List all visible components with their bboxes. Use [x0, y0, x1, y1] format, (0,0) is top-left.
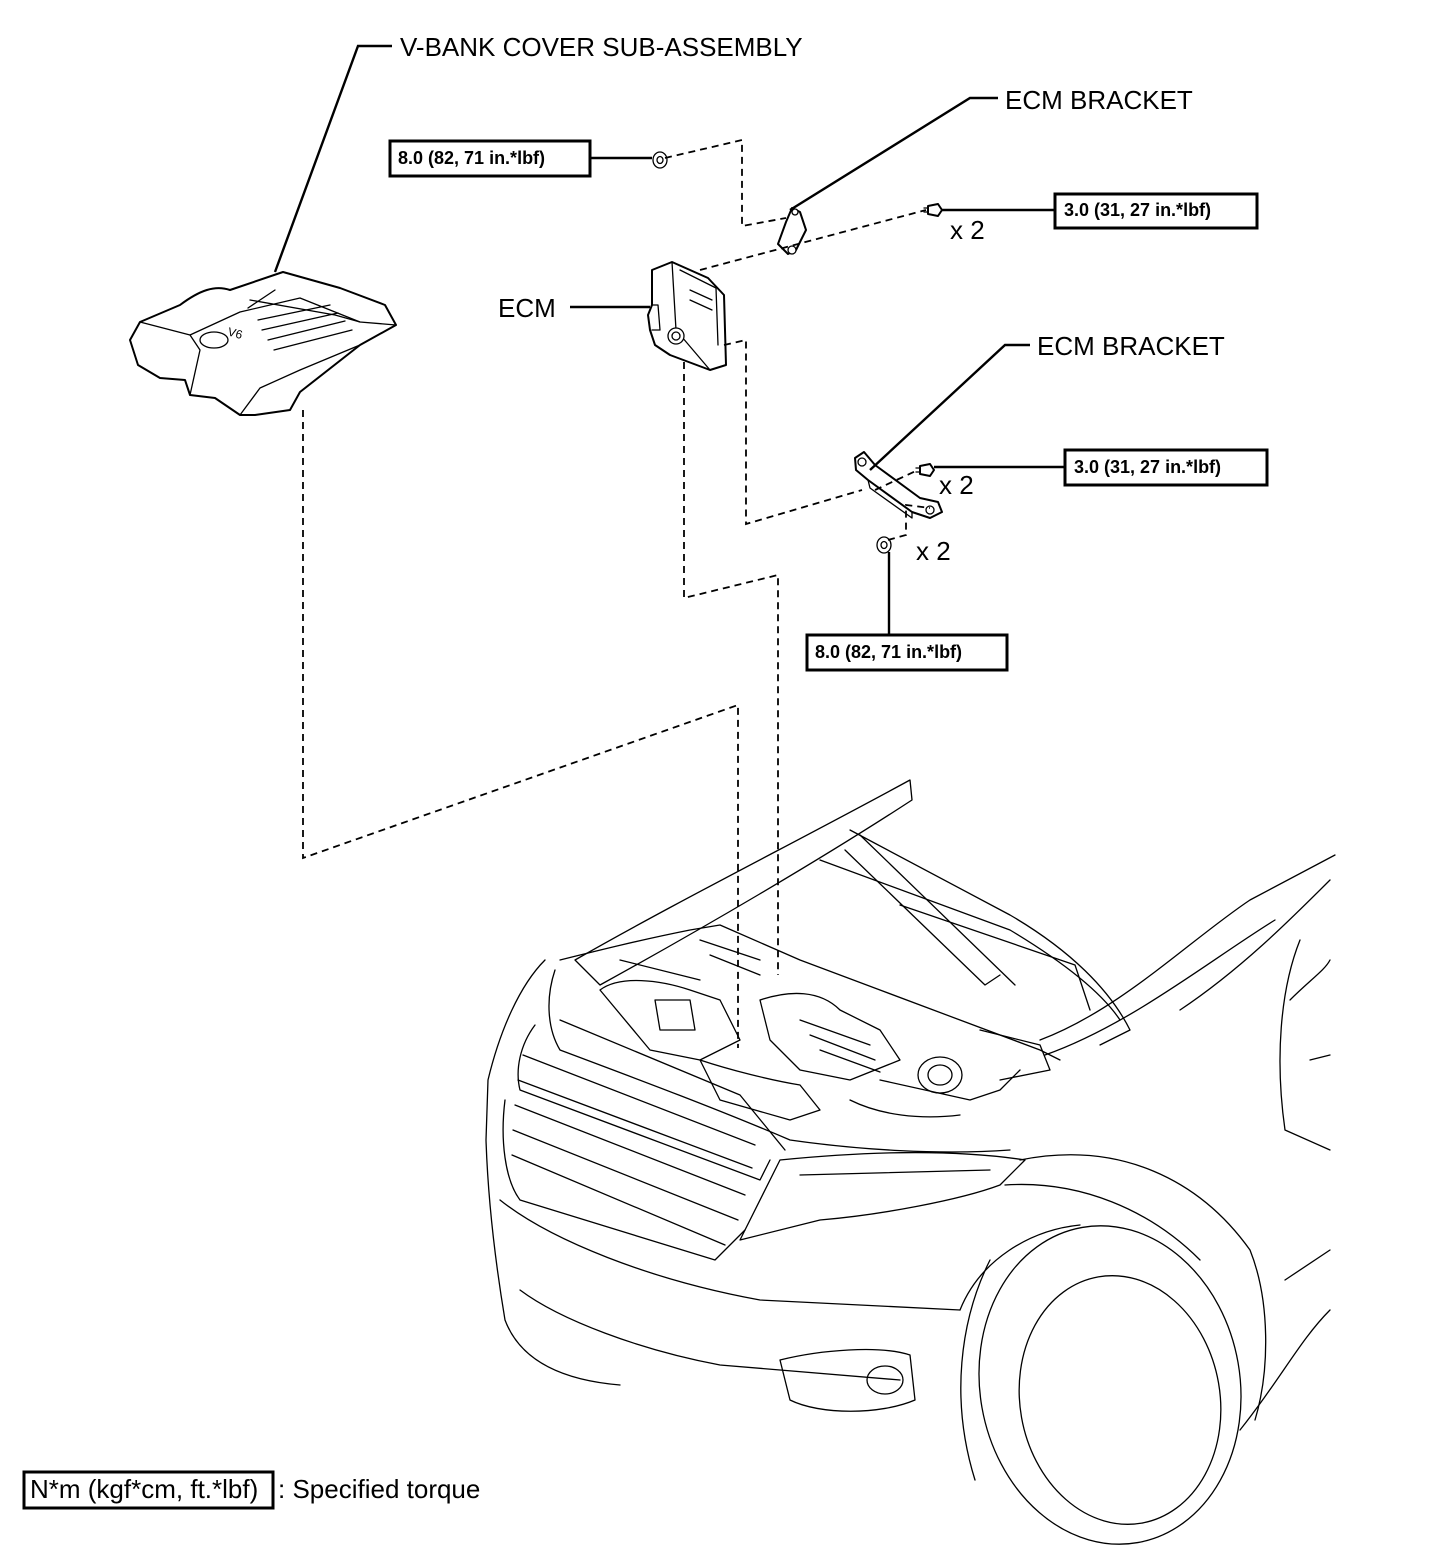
torque-box-lower-bolt: 3.0 (31, 27 in.*lbf)	[1063, 448, 1269, 487]
torque-lower-nut-text: 8.0 (82, 71 in.*lbf)	[815, 642, 962, 662]
qty-upper-bolt: x 2	[950, 215, 985, 245]
torque-box-upper-nut: 8.0 (82, 71 in.*lbf)	[388, 139, 592, 178]
vehicle-front-illustration	[485, 779, 1336, 1545]
ecm-bracket-upper-illustration	[777, 207, 807, 255]
torque-lower-bolt-text: 3.0 (31, 27 in.*lbf)	[1074, 457, 1221, 477]
upper-nut-icon	[652, 151, 668, 169]
torque-box-upper-bolt: 3.0 (31, 27 in.*lbf)	[1053, 192, 1259, 230]
label-ecm-bracket-bottom: ECM BRACKET	[1037, 331, 1225, 361]
vbank-cover-illustration: V6	[129, 271, 397, 416]
upper-bolt-icon	[923, 203, 943, 217]
label-ecm-bracket-top: ECM BRACKET	[1005, 85, 1193, 115]
cover-badge-text: V6	[226, 325, 244, 342]
assembly-guide-lines	[302, 138, 931, 1048]
ecm-illustration	[647, 261, 727, 371]
fasteners	[652, 151, 943, 554]
torque-upper-nut-text: 8.0 (82, 71 in.*lbf)	[398, 148, 545, 168]
lower-bolt-icon	[915, 463, 935, 477]
torque-legend: N*m (kgf*cm, ft.*lbf) : Specified torque	[22, 1470, 480, 1510]
qty-lower-bolt: x 2	[939, 470, 974, 500]
legend-description: : Specified torque	[278, 1474, 480, 1504]
label-ecm: ECM	[498, 293, 556, 323]
legend-unit-box: N*m (kgf*cm, ft.*lbf)	[30, 1474, 258, 1504]
qty-lower-nut: x 2	[916, 536, 951, 566]
leader-lines	[273, 44, 1065, 640]
torque-upper-bolt-text: 3.0 (31, 27 in.*lbf)	[1064, 200, 1211, 220]
torque-box-lower-nut: 8.0 (82, 71 in.*lbf)	[805, 633, 1009, 672]
ecm-bracket-lower-illustration	[854, 451, 943, 519]
lower-nut-icon	[876, 536, 892, 554]
label-vbank-cover: V-BANK COVER SUB-ASSEMBLY	[400, 32, 803, 62]
